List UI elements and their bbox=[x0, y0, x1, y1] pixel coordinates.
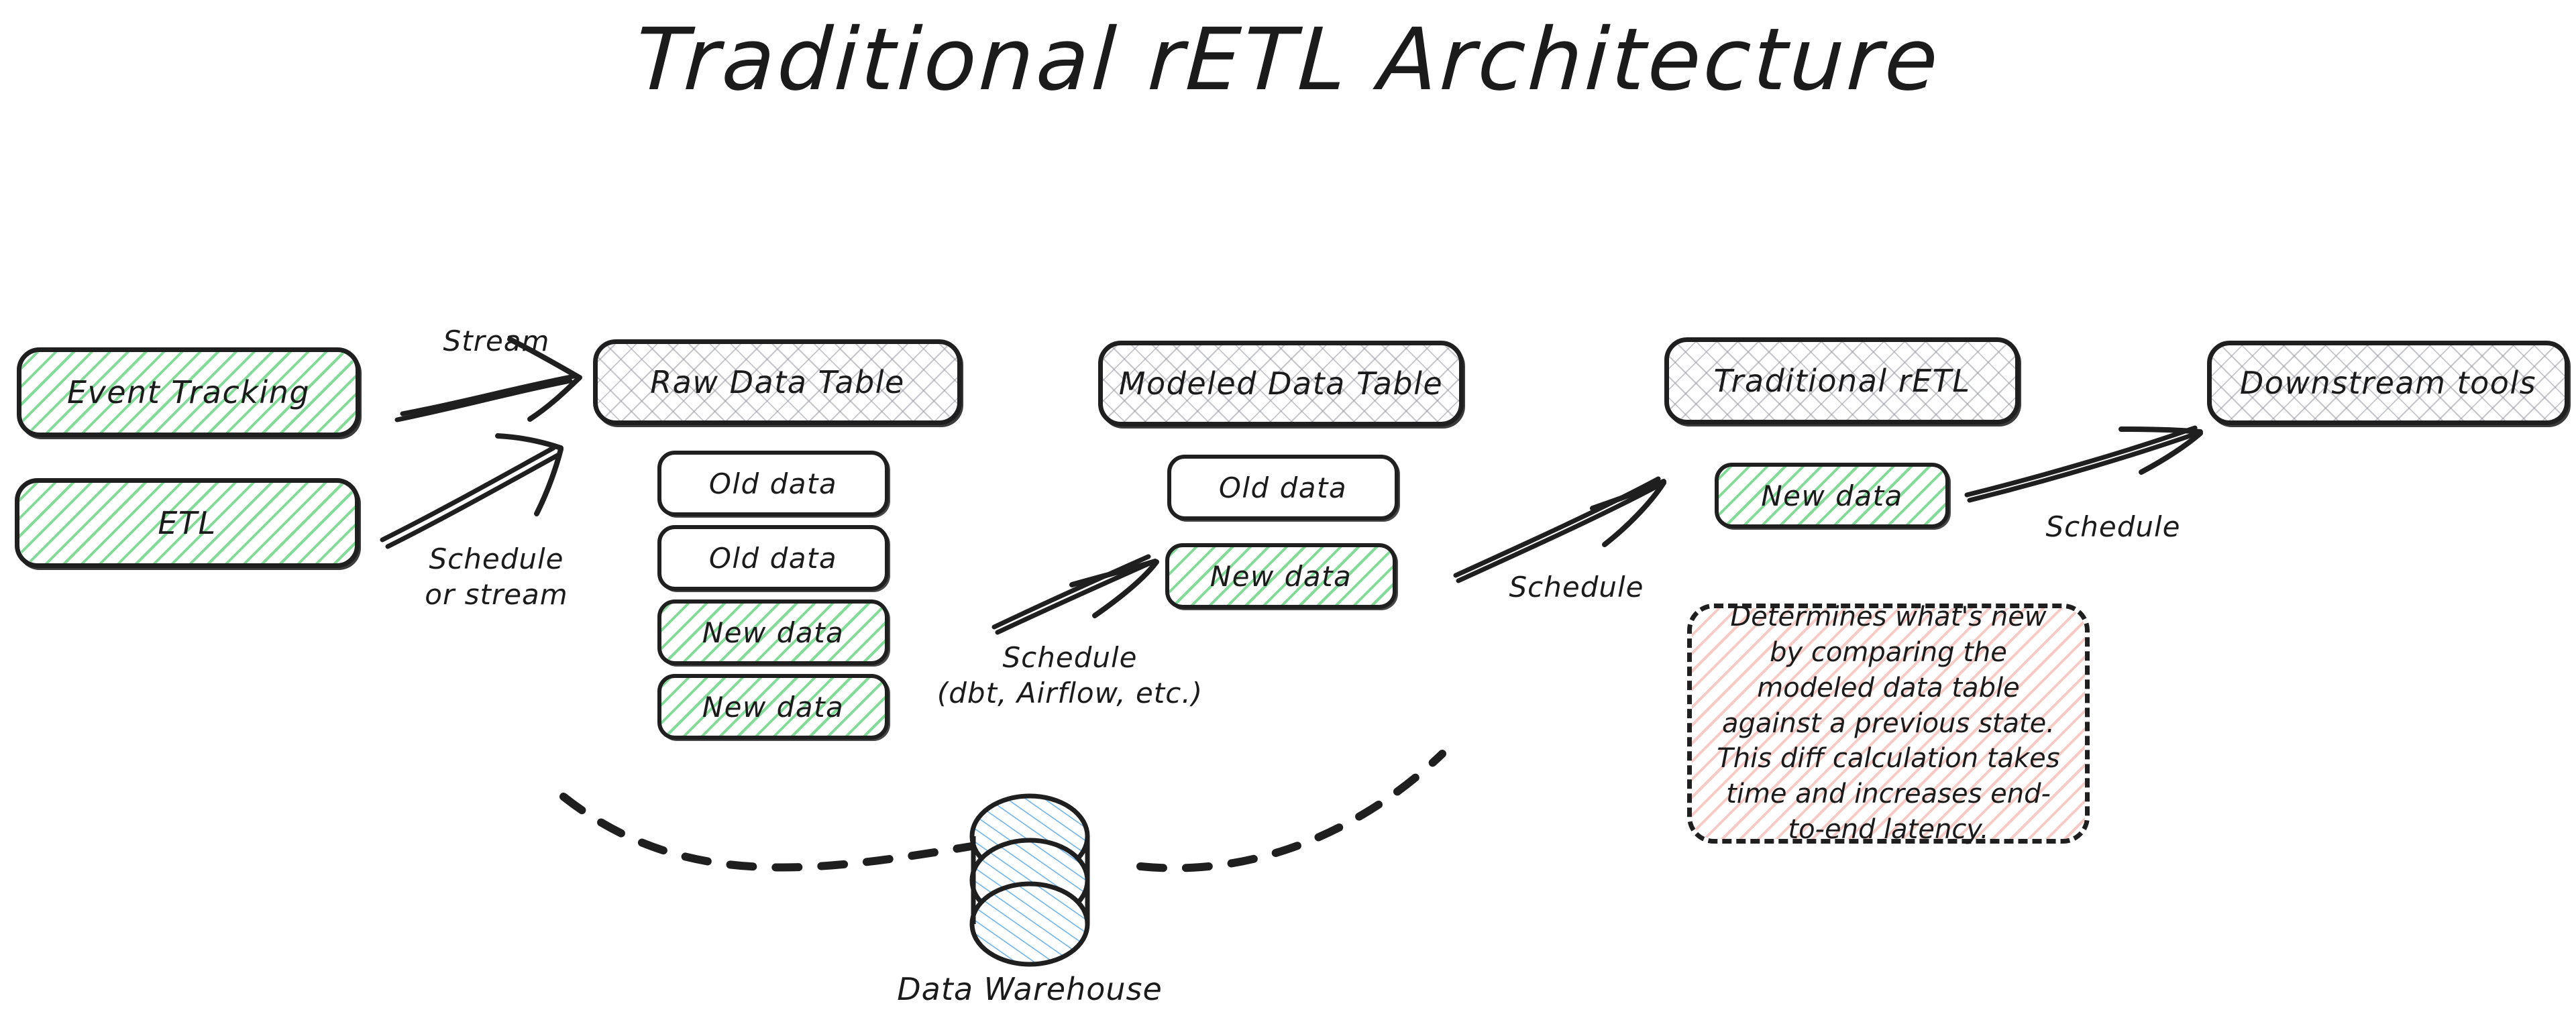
edge-label-stream: Stream bbox=[443, 325, 550, 357]
table-row-label: Old data bbox=[1218, 471, 1348, 504]
table-row-label: Old data bbox=[708, 541, 838, 575]
table-row-label: New data bbox=[1210, 559, 1352, 593]
page-title: Traditional rETL Architecture bbox=[633, 10, 1943, 110]
dashed-link-raw-to-warehouse bbox=[559, 793, 975, 872]
node-downstream-tools[interactable]: Downstream tools bbox=[2207, 341, 2569, 425]
data-warehouse-caption: Data Warehouse bbox=[897, 971, 1163, 1007]
note-text: Determines what's new by comparing the m… bbox=[1717, 602, 2060, 845]
table-row-label: New data bbox=[702, 616, 845, 649]
node-etl-label: ETL bbox=[158, 505, 217, 541]
node-modeled-data-table[interactable]: Modeled Data Table bbox=[1098, 341, 1464, 426]
node-raw-data-table-label: Raw Data Table bbox=[650, 364, 905, 400]
table-row[interactable]: Old data bbox=[657, 525, 889, 591]
dashed-link-warehouse-to-retl bbox=[1136, 750, 1446, 872]
data-warehouse-cylinder[interactable] bbox=[963, 793, 1097, 967]
table-row[interactable]: Old data bbox=[1167, 455, 1399, 520]
table-row[interactable]: Old data bbox=[657, 451, 889, 516]
arrow-raw-to-modeled bbox=[991, 554, 1159, 635]
node-raw-data-table[interactable]: Raw Data Table bbox=[593, 339, 962, 425]
table-row[interactable]: New data bbox=[657, 600, 889, 665]
edge-label-schedule-or-stream: Schedule or stream bbox=[425, 543, 568, 611]
table-row-label: Old data bbox=[708, 467, 838, 500]
node-event-tracking[interactable]: Event Tracking bbox=[17, 347, 360, 437]
table-row-label: New data bbox=[702, 690, 845, 724]
arrow-etl-to-raw bbox=[380, 433, 564, 549]
edge-label-schedule-modeled-to-retl: Schedule bbox=[1509, 571, 1644, 604]
edge-label-schedule-retl-to-downstream: Schedule bbox=[2045, 510, 2181, 543]
node-traditional-retl[interactable]: Traditional rETL bbox=[1664, 337, 2020, 424]
table-row-label: New data bbox=[1761, 479, 1903, 512]
node-event-tracking-label: Event Tracking bbox=[66, 374, 311, 410]
warehouse-disc-bottom bbox=[969, 881, 1090, 967]
table-row[interactable]: New data bbox=[1715, 463, 1949, 528]
arrow-retl-to-downstream bbox=[1964, 425, 2203, 503]
note-retl-diff-explanation: Determines what's new by comparing the m… bbox=[1687, 602, 2090, 845]
node-modeled-data-table-label: Modeled Data Table bbox=[1118, 365, 1444, 402]
table-row[interactable]: New data bbox=[1165, 543, 1397, 609]
node-etl[interactable]: ETL bbox=[15, 478, 360, 568]
node-downstream-tools-label: Downstream tools bbox=[2239, 365, 2537, 401]
arrow-modeled-to-retl bbox=[1453, 476, 1666, 583]
edge-label-schedule-dbt: Schedule (dbt, Airflow, etc.) bbox=[936, 641, 1203, 709]
node-traditional-retl-label: Traditional rETL bbox=[1713, 363, 1971, 399]
table-row[interactable]: New data bbox=[657, 674, 889, 740]
